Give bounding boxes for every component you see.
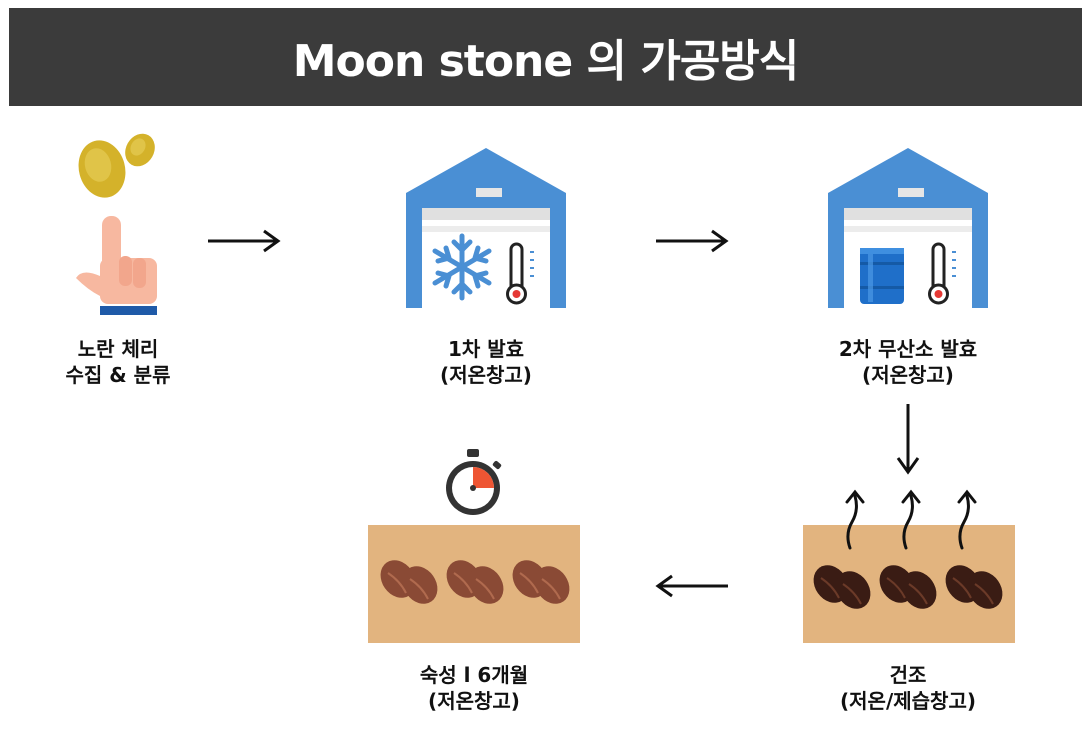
step-3-label: 2차 무산소 발효 (저온창고) <box>838 337 978 387</box>
arrow-down <box>896 404 920 475</box>
arrow-left <box>655 574 728 598</box>
thermometer-icon <box>506 242 534 305</box>
light-coffee-beans-icon <box>380 560 570 604</box>
arrow-right-1 <box>208 229 281 253</box>
step-5-label: 숙성 l 6개월 (저온창고) <box>419 663 529 713</box>
aging-beans-stopwatch-icon <box>380 560 570 604</box>
snowflake-icon <box>432 233 492 301</box>
pointing-hand-icon <box>76 216 157 315</box>
step-2-label: 1차 발효 (저온창고) <box>440 337 532 387</box>
arrow-right-2 <box>656 229 729 253</box>
barrel-icon <box>860 248 904 304</box>
warehouse-barrel-icon <box>828 148 988 308</box>
steam-arrows-icon <box>845 489 977 550</box>
page-title: Moon stone 의 가공방식 <box>292 36 800 87</box>
step-1-label: 노란 체리 수집 & 분류 <box>65 337 171 387</box>
thermometer-icon <box>928 242 956 305</box>
drying-beans-icon <box>813 489 1003 609</box>
step-4-label: 건조 (저온/제습창고) <box>840 663 976 713</box>
stopwatch-icon <box>446 449 502 515</box>
hand-picking-cherries-icon <box>76 133 157 315</box>
title-banner: Moon stone 의 가공방식 <box>9 8 1082 106</box>
dark-coffee-beans-icon <box>813 565 1003 609</box>
cold-warehouse-icon <box>406 148 566 308</box>
yellow-cherry-icon <box>78 133 155 198</box>
